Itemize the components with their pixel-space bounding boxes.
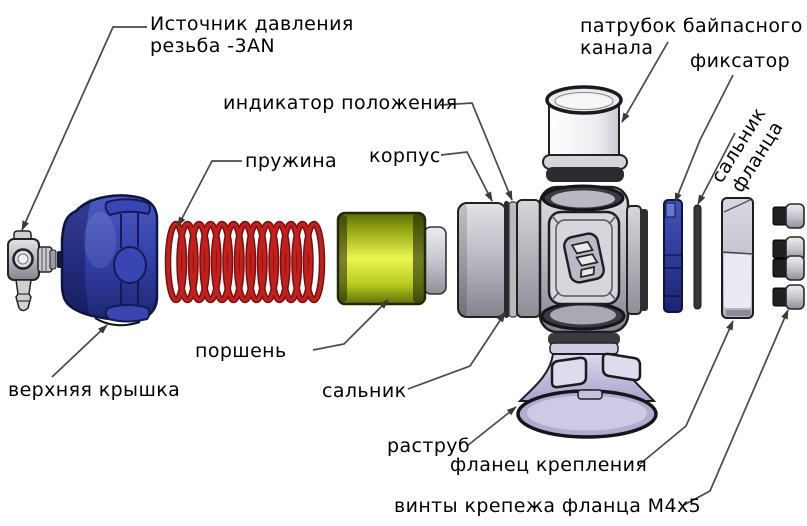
leader-lines: [21, 26, 789, 507]
top-cover-part: [57, 194, 159, 327]
bell-window: [550, 356, 588, 389]
bell-window: [601, 352, 642, 382]
label-top-cover: верхняя крышка: [8, 379, 181, 401]
leader-flange-screws: [681, 309, 789, 507]
leader-top-cover: [51, 324, 108, 378]
leader-flange-seal: [697, 132, 736, 205]
screw: [772, 203, 805, 229]
label-position-indicator: индикатор положения: [223, 92, 458, 114]
leader-spring: [177, 160, 242, 227]
bell-mouth-part: [516, 333, 658, 439]
leader-piston: [312, 299, 389, 351]
label-bell: раструб: [387, 435, 471, 457]
piston-part: [336, 211, 447, 306]
flange-screws-part: [772, 203, 805, 310]
flange-seal-part: [693, 204, 702, 310]
label-spring: пружина: [245, 150, 338, 172]
mounting-flange-part: [721, 197, 754, 319]
screw: [772, 284, 805, 310]
brand-logo-icon: [563, 232, 605, 284]
leader-mounting-flange: [639, 320, 734, 465]
position-indicator-ring: [504, 201, 509, 318]
label-piston: поршень: [195, 340, 287, 362]
valve-body-part: [457, 184, 648, 334]
screw: [772, 255, 805, 281]
label-seal: сальник: [322, 380, 407, 402]
spring-part: [164, 220, 326, 304]
leader-housing: [440, 151, 493, 202]
leader-fixator: [674, 74, 734, 203]
label-pressure-source: Источник давления резьба -3AN: [150, 13, 354, 57]
leader-pressure-source: [21, 26, 147, 231]
label-mounting-flange: фланец крепления: [450, 454, 648, 476]
fixator-part: [663, 199, 683, 313]
bypass-pipe-part: [542, 85, 628, 182]
label-flange-screws: винты крепежа фланца M4x5: [394, 495, 702, 517]
label-bypass-pipe: патрубок байпасного канала: [580, 15, 803, 59]
seal-ring: [516, 199, 541, 318]
label-housing: корпус: [369, 145, 441, 167]
leader-bell: [466, 406, 517, 447]
leader-bypass-pipe: [621, 41, 669, 123]
label-fixator: фиксатор: [690, 50, 791, 72]
pressure-fitting-part: [7, 230, 57, 312]
leader-seal: [407, 312, 506, 390]
leader-position-indicator: [439, 102, 513, 201]
